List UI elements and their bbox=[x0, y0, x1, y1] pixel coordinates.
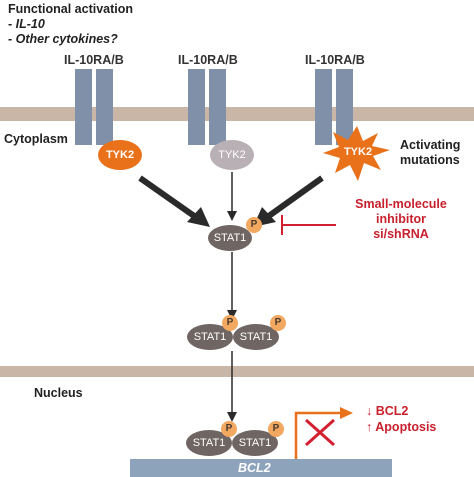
receptor-label-2: IL-10RA/B bbox=[178, 53, 238, 67]
p-label-1: P bbox=[250, 219, 258, 230]
activating-label: Activating bbox=[400, 138, 461, 152]
tyk2-label-3: TYK2 bbox=[343, 146, 373, 158]
phospho-1 bbox=[246, 217, 262, 233]
arrow-tyk2-2-to-stat1 bbox=[227, 172, 237, 221]
stat1-dimer-a-label: STAT1 bbox=[193, 331, 227, 343]
activation-title: Functional activation bbox=[8, 2, 134, 16]
stat1-nuclear-a-label: STAT1 bbox=[192, 437, 226, 449]
nuclear-membrane bbox=[0, 366, 474, 377]
arrow-tyk2-1-to-stat1 bbox=[138, 175, 210, 227]
phospho-3b bbox=[268, 421, 284, 437]
outcome-bcl2-text: BCL2 bbox=[375, 404, 409, 418]
plasma-membrane bbox=[0, 107, 474, 121]
activation-item-il10: - IL-10 bbox=[8, 17, 45, 31]
stat1-monomer bbox=[208, 225, 252, 251]
tyk2-mutant-star bbox=[323, 126, 390, 181]
phospho-2b bbox=[270, 315, 286, 331]
down-arrow-icon: ↓ bbox=[366, 404, 373, 418]
activation-item-other: - Other cytokines? bbox=[8, 32, 118, 46]
outcome-apoptosis-text: Apoptosis bbox=[375, 420, 437, 434]
receptor-label-3: IL-10RA/B bbox=[305, 53, 365, 67]
nucleus-label: Nucleus bbox=[34, 386, 83, 400]
inhibitor-line-3: si/shRNA bbox=[373, 227, 429, 241]
inhibitor-line-2: inhibitor bbox=[376, 212, 426, 226]
stat1-nuclear-a bbox=[186, 430, 232, 456]
stat1-dimer-b bbox=[233, 324, 279, 350]
mutations-label: mutations bbox=[400, 153, 460, 167]
p-label-2a: P bbox=[226, 317, 234, 328]
phospho-3a bbox=[221, 421, 237, 437]
inhibitor-block: Small-molecule inhibitor si/shRNA bbox=[338, 197, 464, 242]
inhibition-symbol bbox=[281, 215, 336, 235]
p-label-3a: P bbox=[225, 423, 233, 434]
tyk2-node-1 bbox=[98, 140, 142, 170]
receptor-1 bbox=[75, 69, 113, 145]
blocked-cross-icon bbox=[305, 418, 335, 447]
bcl2-gene-bar bbox=[130, 459, 392, 477]
tyk2-node-2 bbox=[210, 140, 254, 170]
cytoplasm-label: Cytoplasm bbox=[4, 132, 68, 146]
receptor-2 bbox=[188, 69, 226, 145]
receptor-3 bbox=[315, 69, 353, 145]
receptor-label-1: IL-10RA/B bbox=[64, 53, 124, 67]
phospho-2a bbox=[222, 315, 238, 331]
tyk2-label-2: TYK2 bbox=[218, 149, 246, 161]
outcome-bcl2-down: ↓ BCL2 bbox=[366, 404, 408, 419]
inhibitor-line-1: Small-molecule bbox=[355, 197, 447, 211]
stat1-monomer-label: STAT1 bbox=[213, 232, 247, 244]
transcription-arrow bbox=[294, 407, 353, 459]
p-label-3b: P bbox=[272, 423, 280, 434]
arrow-tyk2-3-to-stat1 bbox=[253, 175, 324, 227]
stat1-dimer-b-label: STAT1 bbox=[239, 331, 273, 343]
outcome-apoptosis-up: ↑ Apoptosis bbox=[366, 420, 436, 435]
up-arrow-icon: ↑ bbox=[366, 420, 373, 434]
arrow-stat1-to-dimer bbox=[227, 252, 237, 320]
stat1-nuclear-b bbox=[232, 430, 278, 456]
gene-label: BCL2 bbox=[238, 461, 271, 475]
arrow-dimer-to-nucleus bbox=[227, 351, 237, 422]
stat1-nuclear-b-label: STAT1 bbox=[238, 437, 272, 449]
p-label-2b: P bbox=[274, 317, 282, 328]
stat1-dimer-a bbox=[187, 324, 233, 350]
tyk2-label-1: TYK2 bbox=[105, 149, 135, 161]
